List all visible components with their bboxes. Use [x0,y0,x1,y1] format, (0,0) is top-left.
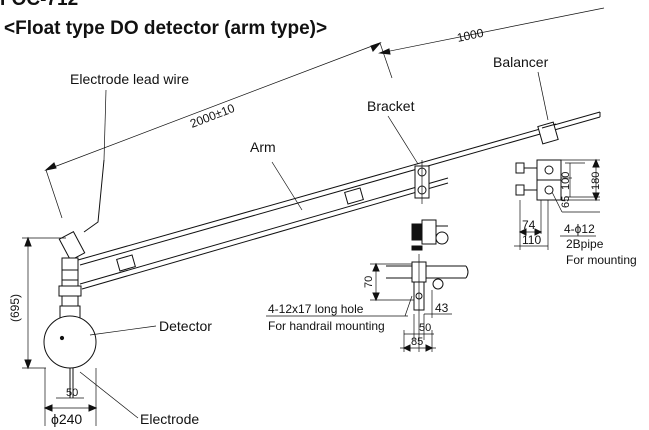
label-arm: Arm [250,139,276,155]
label-electrode: Electrode [140,411,199,427]
detector-body [43,159,105,398]
page-code: FOC-712 [0,0,78,11]
dim-110: 110 [522,233,541,247]
label-balancer: Balancer [493,54,549,70]
leader-detector [89,325,157,336]
leader-balancer [537,71,549,121]
dim-detector-bottom [43,368,98,426]
balancer-bracket-detail [514,158,600,250]
dim-height [22,236,66,370]
page-title: <Float type DO detector (arm type)> [4,18,328,39]
dim-100: 100 [560,172,572,190]
leader-bracket [387,115,419,165]
dim-arm-length-text: 1000 [456,26,485,45]
label-electrode-lead-wire: Electrode lead wire [70,71,189,87]
leader-arm [271,161,303,211]
dim-diameter-text: ϕ240 [51,411,82,427]
dim-arm-length [378,7,605,55]
label-handrail-mounting: For handrail mounting [268,319,385,333]
dim-43: 43 [435,301,449,315]
label-for-mounting: For mounting [566,253,637,267]
label-holes: 4-ϕ12 [564,222,595,236]
dim-70: 70 [363,276,375,288]
leader-electrode-lead [103,89,107,161]
dim-74: 74 [522,218,536,232]
handrail-bracket-detail [266,219,469,352]
dim-height-text: (695) [8,294,22,322]
dim-85: 85 [411,336,423,348]
label-bracket: Bracket [367,98,415,114]
arm-bracket [414,160,430,204]
label-detector: Detector [159,318,212,334]
leader-electrode [79,371,139,419]
label-handrail-hole: 4-12x17 long hole [268,302,364,316]
dim-180: 180 [590,172,602,190]
dim-50-bracket: 50 [419,322,431,334]
balancer-weight [537,121,559,145]
dim-overall-length [44,41,393,219]
dim-overall-length-text: 2000±10 [188,101,237,131]
arm-assembly [77,111,601,290]
dim-detector-50: 50 [66,387,78,399]
label-pipe: 2Bpipe [566,237,604,251]
dim-65: 65 [560,196,572,208]
